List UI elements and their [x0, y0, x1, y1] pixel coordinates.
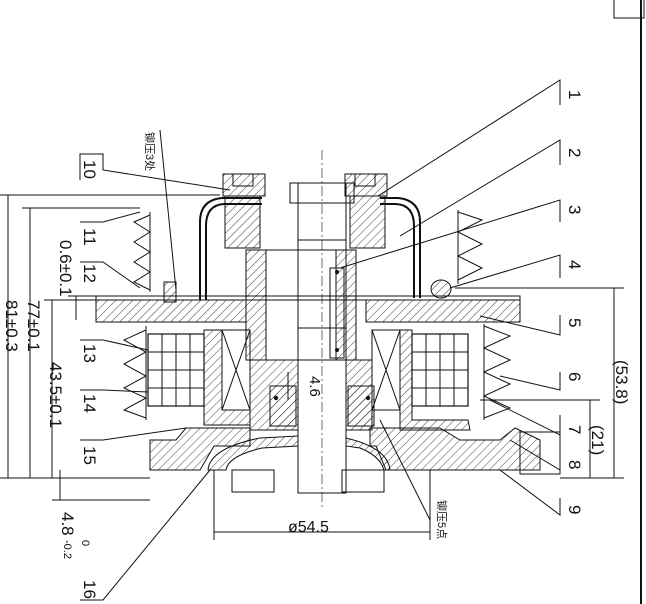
dim-81: 81±0.3 [2, 300, 21, 352]
cover [199, 197, 421, 300]
dim-43-5: 43.5±0.1 [46, 362, 65, 428]
part-label-14: 14 [80, 394, 99, 413]
dim-0-6: 0.6±0.1 [56, 240, 75, 297]
top-nut-left [222, 173, 266, 249]
part-label-1: 1 [565, 90, 584, 99]
part-label-15: 15 [80, 446, 99, 465]
assembly-section [95, 150, 561, 510]
part-label-16: 16 [80, 580, 99, 599]
part-label-6: 6 [565, 372, 584, 381]
hub [245, 249, 357, 361]
dim-4-8-upper: 0 [79, 540, 91, 546]
pulley-left [122, 212, 151, 420]
dim-4-6: 4.6 [306, 376, 323, 397]
part-label-10: 10 [80, 160, 99, 179]
sheet-border [613, 0, 645, 604]
part-label-11: 11 [80, 228, 99, 246]
part-label-8: 8 [565, 460, 584, 469]
coil-left [147, 333, 205, 407]
dimension-lines [0, 194, 624, 540]
impeller [207, 435, 391, 493]
dim-53-8: (53.8) [612, 360, 631, 404]
coil-right [411, 333, 469, 407]
top-nut-right [344, 173, 388, 249]
dimension-labels: 81±0.3 77±0.1 43.5±0.1 0.6±0.1 4.8 0 -0.… [2, 240, 631, 559]
pulley-right [456, 210, 512, 420]
small-bearings [269, 385, 375, 427]
dim-54-5: ø54.5 [288, 519, 329, 536]
leader-lines [79, 79, 561, 601]
part-label-13: 13 [80, 344, 99, 363]
part-label-3: 3 [565, 205, 584, 214]
part-label-2: 2 [565, 148, 584, 157]
dim-21: (21) [588, 425, 607, 455]
base [149, 427, 561, 475]
dim-4-8: 4.8 [58, 512, 77, 536]
part-number-labels: 1 2 3 4 5 6 7 8 9 10 11 12 13 14 15 16 [80, 90, 584, 599]
note-rivet-3: 铆压3处 [143, 132, 157, 171]
part-label-9: 9 [565, 505, 584, 514]
part-label-7: 7 [565, 425, 584, 434]
note-rivet-5: 铆压5点 [435, 500, 449, 539]
annotation-notes: 铆压3处 铆压5点 [143, 132, 449, 539]
part-label-12: 12 [80, 264, 99, 283]
part-label-4: 4 [565, 260, 584, 269]
dim-4-8-lower: -0.2 [61, 540, 73, 559]
part-label-5: 5 [565, 318, 584, 327]
dim-77: 77±0.1 [24, 300, 43, 352]
